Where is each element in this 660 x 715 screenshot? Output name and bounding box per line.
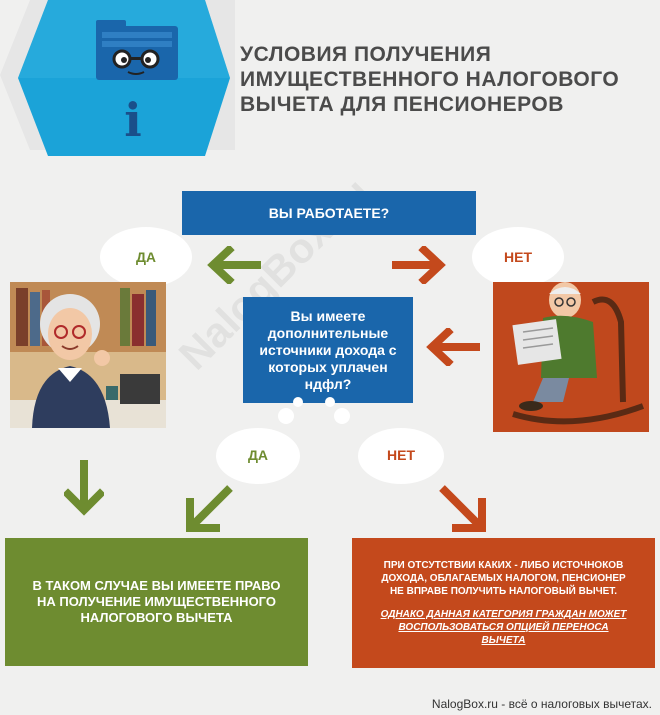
result-no-note: ОДНАКО ДАННАЯ КАТЕГОРИЯ ГРАЖДАН МОЖЕТ ВО…: [380, 609, 627, 646]
answer-yes-2: ДА: [247, 447, 269, 463]
answer-no-1: НЕТ: [504, 249, 532, 265]
arrow-left-orange-icon: [426, 328, 480, 366]
cloud-no-2: [358, 428, 444, 484]
arrow-right-orange-icon: [392, 246, 446, 284]
question-income: Вы имеете дополнительные источники доход…: [243, 297, 413, 403]
answer-yes-1: ДА: [135, 249, 157, 265]
info-icon: i: [124, 93, 142, 147]
grandfather-illustration: [493, 282, 649, 432]
arrow-down-right-orange-icon: [439, 485, 486, 532]
grandmother-illustration: [10, 282, 166, 428]
result-no-box: ПРИ ОТСУТСТВИИ КАКИХ - ЛИБО ИСТОЧНОКОВ Д…: [352, 538, 655, 668]
footer-credit: NalogBox.ru - всё о налоговых вычетах.: [431, 697, 652, 711]
cloud-yes-2: [216, 428, 300, 484]
result-yes-box: В ТАКОМ СЛУЧАЕ ВЫ ИМЕЕТЕ ПРАВО НА ПОЛУЧЕ…: [5, 538, 308, 666]
page-title: УСЛОВИЯ ПОЛУЧЕНИЯ ИМУЩЕСТВЕННОГО НАЛОГОВ…: [240, 43, 620, 116]
arrow-down-left-green-icon: [186, 485, 233, 532]
answer-no-2: НЕТ: [387, 447, 415, 463]
result-no-main: ПРИ ОТСУТСТВИИ КАКИХ - ЛИБО ИСТОЧНОКОВ Д…: [381, 560, 626, 597]
question-working: ВЫ РАБОТАЕТЕ?: [182, 191, 476, 235]
folder-icon: [96, 20, 178, 80]
thought-dots: [278, 397, 350, 424]
arrow-down-green-icon: [64, 460, 104, 516]
arrow-left-green-icon: [207, 246, 261, 284]
